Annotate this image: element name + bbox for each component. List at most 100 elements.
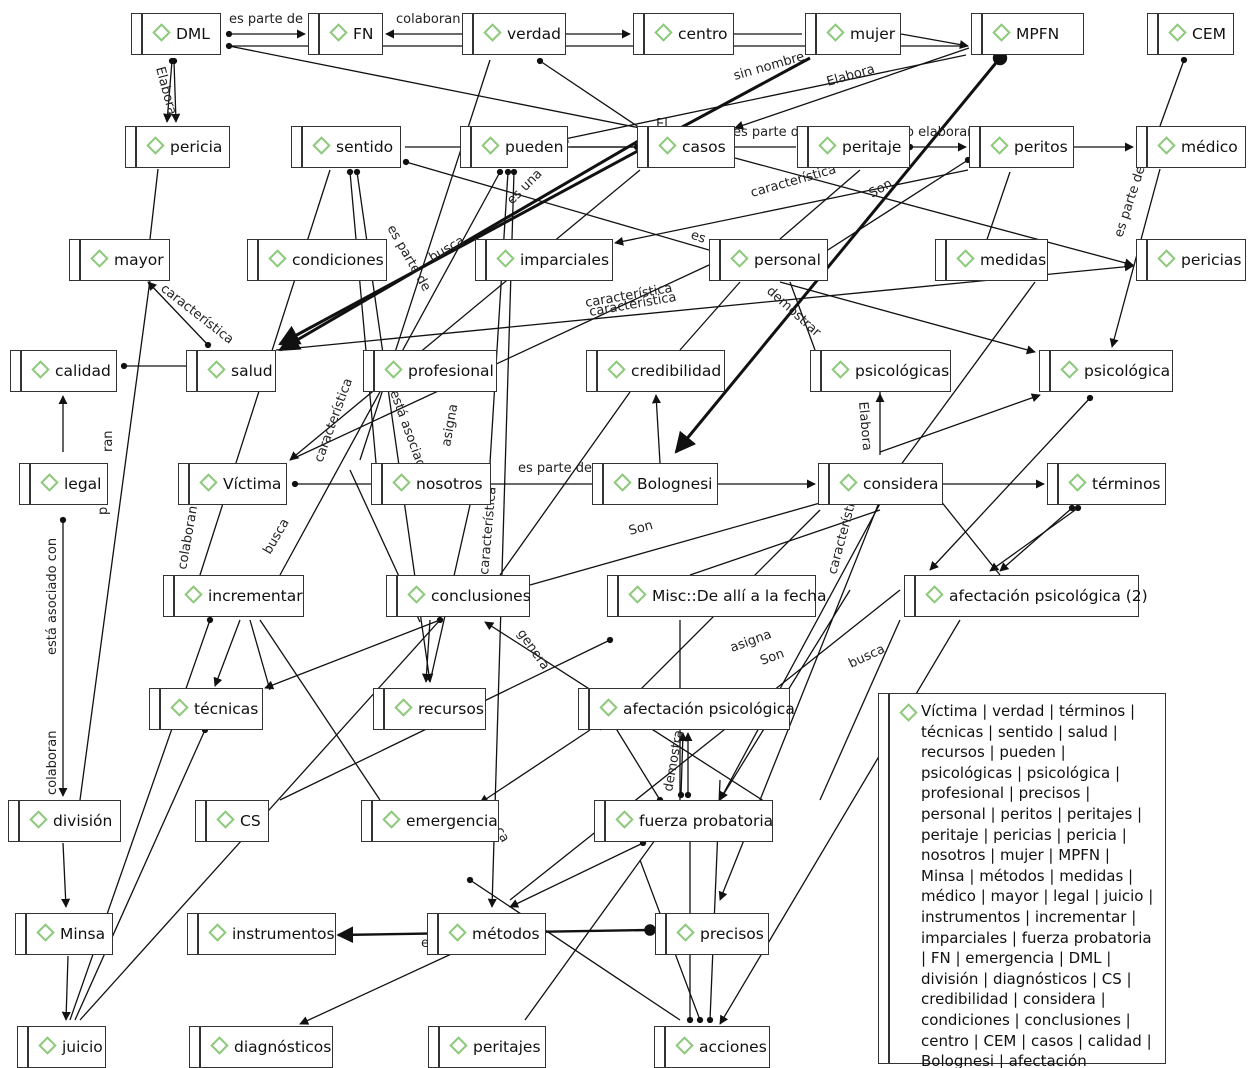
node-profesional[interactable]: profesional xyxy=(363,350,497,392)
node-medico[interactable]: médico xyxy=(1136,126,1246,168)
relation-edge[interactable] xyxy=(479,729,591,804)
node-peritajes[interactable]: peritajes xyxy=(428,1026,546,1068)
node-tecnicas[interactable]: técnicas xyxy=(149,688,263,730)
relation-edge[interactable] xyxy=(651,394,662,464)
relation-edge[interactable] xyxy=(779,281,1036,355)
node-centro[interactable]: centro xyxy=(633,13,734,55)
relation-edge[interactable] xyxy=(999,504,1076,572)
relation-edge[interactable] xyxy=(249,619,271,691)
relation-edge[interactable] xyxy=(278,56,811,346)
node-peritaje[interactable]: peritaje xyxy=(797,126,910,168)
relation-edge[interactable] xyxy=(734,157,1134,268)
node-pericia[interactable]: pericia xyxy=(125,126,230,168)
node-sentido[interactable]: sentido xyxy=(291,126,401,168)
relation-edge[interactable] xyxy=(61,842,71,908)
relation-edge[interactable] xyxy=(466,876,681,1021)
relation-edge[interactable] xyxy=(149,168,159,240)
node-division[interactable]: división xyxy=(8,800,121,842)
node-bolognesi[interactable]: Bolognesi xyxy=(592,463,718,505)
relation-edge[interactable] xyxy=(79,279,151,801)
relation-edge[interactable] xyxy=(487,168,518,908)
node-precisos[interactable]: precisos xyxy=(655,913,769,955)
node-salud[interactable]: salud xyxy=(186,350,276,392)
node-recursos[interactable]: recursos xyxy=(373,688,486,730)
node-afectacion-2[interactable]: afectación psicológica (2) xyxy=(904,575,1148,617)
node-incrementar[interactable]: incrementar xyxy=(163,575,304,617)
relation-edge[interactable] xyxy=(879,393,1041,453)
node-dml[interactable]: DML xyxy=(131,13,221,55)
node-mujer[interactable]: mujer xyxy=(805,13,901,55)
relation-edge[interactable] xyxy=(402,158,710,251)
relation-edge[interactable] xyxy=(900,33,969,50)
relation-edge[interactable] xyxy=(719,619,961,1025)
relation-edge[interactable] xyxy=(939,499,1001,576)
relation-edge[interactable] xyxy=(289,264,710,461)
relation-edge[interactable] xyxy=(1159,56,1188,127)
relation-edge[interactable] xyxy=(674,50,1008,454)
node-casos[interactable]: casos xyxy=(637,126,735,168)
relation-edge[interactable] xyxy=(614,169,969,246)
node-peritos[interactable]: peritos xyxy=(969,126,1074,168)
relation-edge[interactable] xyxy=(779,169,861,240)
relation-edge[interactable] xyxy=(611,721,664,804)
node-fuerza-probatoria[interactable]: fuerza probatoria xyxy=(594,800,773,842)
relation-edge[interactable] xyxy=(421,619,432,683)
node-diagnosticos[interactable]: diagnósticos xyxy=(189,1026,333,1068)
relation-edge[interactable] xyxy=(61,955,71,1021)
node-pericias[interactable]: pericias xyxy=(1136,239,1246,281)
node-personal[interactable]: personal xyxy=(709,239,828,281)
relation-edge[interactable] xyxy=(929,394,1094,571)
relation-edge[interactable] xyxy=(689,509,881,576)
relation-edge[interactable] xyxy=(147,281,212,349)
node-psicologica[interactable]: psicológica xyxy=(1039,350,1173,392)
node-juicio[interactable]: juicio xyxy=(17,1026,106,1068)
node-metodos[interactable]: métodos xyxy=(427,913,546,955)
node-calidad[interactable]: calidad xyxy=(10,350,117,392)
node-condiciones[interactable]: condiciones xyxy=(247,239,387,281)
relation-edge[interactable] xyxy=(228,45,641,129)
relation-edge[interactable] xyxy=(679,281,741,351)
relation-edge[interactable] xyxy=(819,619,901,801)
relation-edge[interactable] xyxy=(259,619,381,801)
relation-edge[interactable] xyxy=(536,57,641,129)
node-cs[interactable]: CS xyxy=(195,800,269,842)
relation-edge[interactable] xyxy=(289,169,641,461)
relation-edge[interactable] xyxy=(789,281,816,351)
relation-edge[interactable] xyxy=(509,839,647,908)
node-considera[interactable]: considera xyxy=(818,463,943,505)
node-credibilidad[interactable]: credibilidad xyxy=(586,350,725,392)
node-psicologicas[interactable]: psicológicas xyxy=(810,350,951,392)
relation-edge[interactable] xyxy=(989,504,1082,572)
node-mpfn[interactable]: MPFN xyxy=(971,13,1084,55)
node-imparciales[interactable]: imparciales xyxy=(475,239,613,281)
node-fn[interactable]: FN xyxy=(308,13,383,55)
node-afectacion[interactable]: afectación psicológica xyxy=(578,688,795,730)
node-mayor[interactable]: mayor xyxy=(69,239,170,281)
relation-edge[interactable] xyxy=(529,502,821,586)
node-conclusiones[interactable]: conclusiones xyxy=(386,575,531,617)
relation-edge[interactable] xyxy=(509,589,901,901)
relation-edge[interactable] xyxy=(819,156,972,256)
relation-edge[interactable] xyxy=(489,168,512,464)
node-emergencia[interactable]: emergencia xyxy=(361,800,499,842)
node-verdad[interactable]: verdad xyxy=(462,13,566,55)
node-minsa[interactable]: Minsa xyxy=(15,913,113,955)
node-terminos[interactable]: términos xyxy=(1047,463,1166,505)
memo-node[interactable]: Víctima | verdad | términos | técnicas |… xyxy=(878,693,1166,1068)
node-pueden[interactable]: pueden xyxy=(460,126,568,168)
node-misc[interactable]: Misc::De allí a la fecha xyxy=(607,575,826,617)
relation-edge[interactable] xyxy=(899,281,1036,467)
node-cem[interactable]: CEM xyxy=(1147,13,1234,55)
node-legal[interactable]: legal xyxy=(19,463,108,505)
relation-edge[interactable] xyxy=(299,949,461,1025)
relation-edge[interactable] xyxy=(163,57,176,123)
relation-edge[interactable] xyxy=(213,619,241,687)
relation-edge[interactable] xyxy=(74,726,209,1021)
node-nosotros[interactable]: nosotros xyxy=(371,463,491,505)
relation-edge[interactable] xyxy=(264,619,441,690)
node-instrumentos[interactable]: instrumentos xyxy=(187,913,336,955)
node-acciones[interactable]: acciones xyxy=(654,1026,770,1068)
relation-edge[interactable] xyxy=(719,499,883,801)
node-victima[interactable]: Víctima xyxy=(178,463,287,505)
node-medidas[interactable]: medidas xyxy=(935,239,1048,281)
